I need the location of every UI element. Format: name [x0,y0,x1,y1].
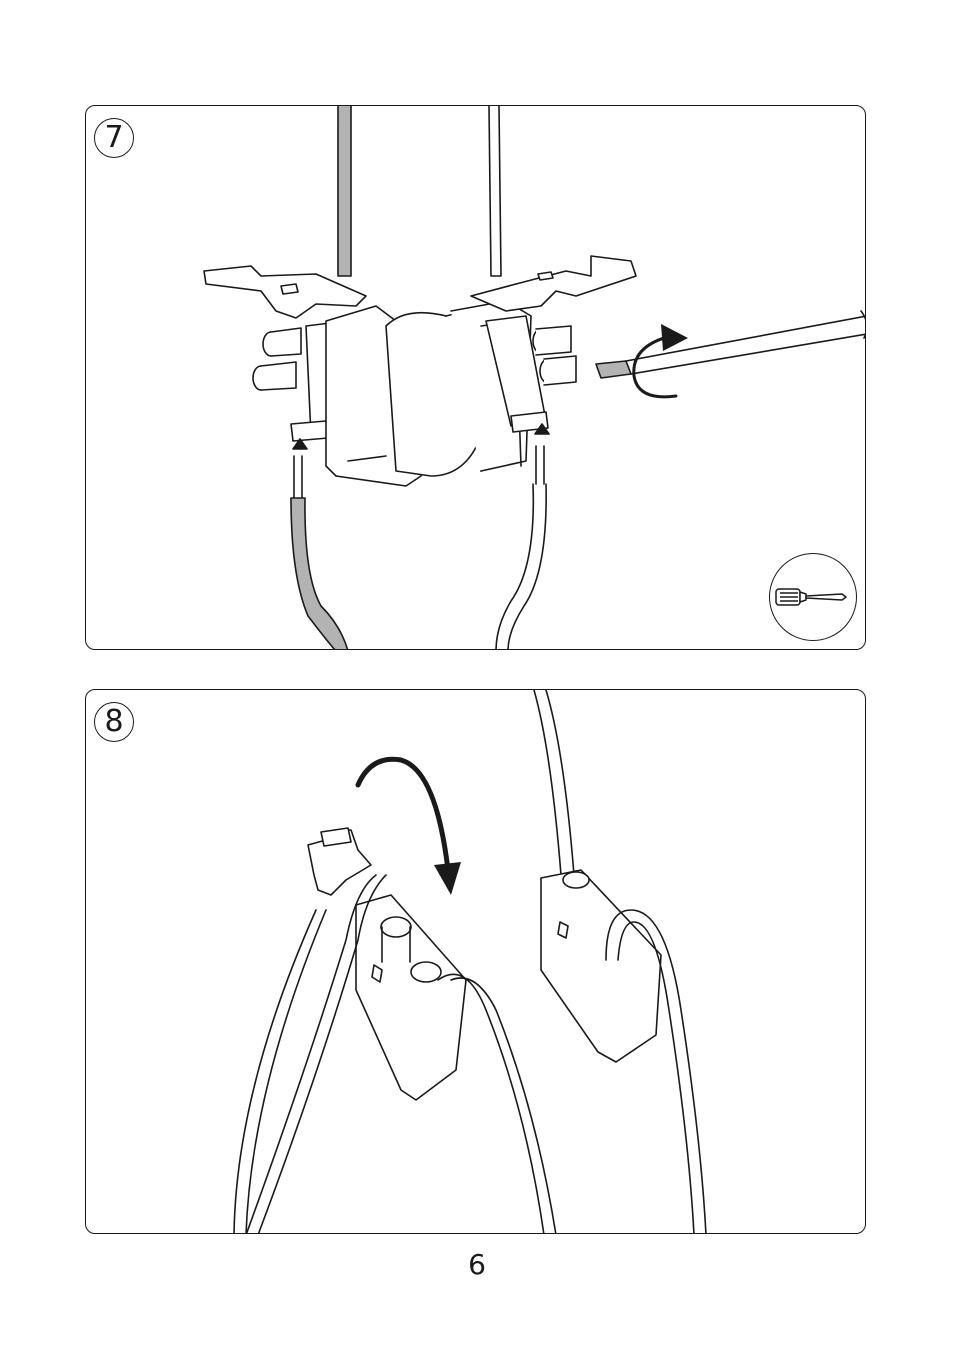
white-wire-lower [496,484,546,650]
page-number: 6 [0,1248,954,1281]
step-number-badge: 7 [94,118,134,158]
grey-wire-lower [291,498,348,650]
grey-cable-top [338,106,351,276]
step-number-badge: 8 [94,702,134,742]
white-cable-top [489,106,501,276]
right-connector-cap [541,870,661,1062]
step-8-illustration [86,690,866,1234]
step-7-panel: 7 [85,105,866,650]
screwdriver-tip [596,361,631,378]
screwdriver-icon [769,553,857,641]
step-7-illustration [86,106,866,650]
step-8-panel: 8 [85,689,866,1234]
